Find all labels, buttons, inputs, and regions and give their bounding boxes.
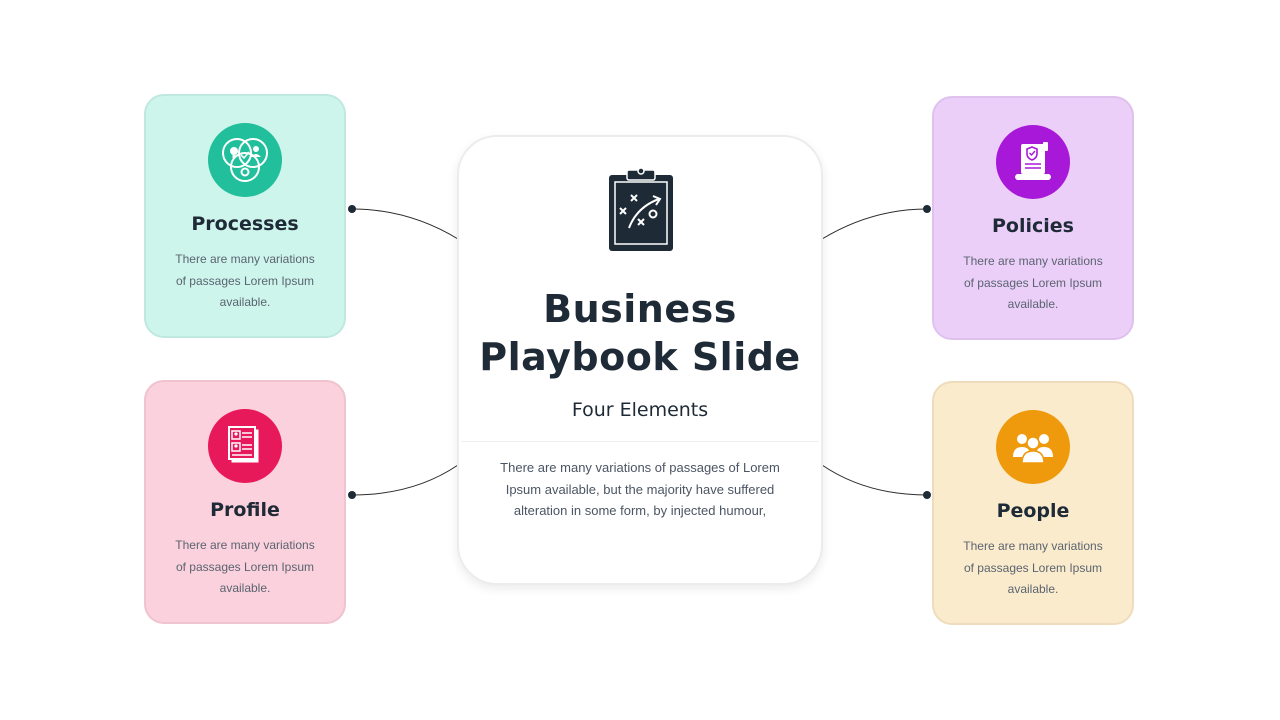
policy-scroll-icon	[996, 125, 1070, 199]
connector-dot-profile	[348, 491, 356, 499]
connector-policies	[821, 208, 928, 240]
card-text: There are many variations of passages Lo…	[963, 254, 1103, 311]
card-profile: Profile There are many variations of pas…	[144, 380, 346, 624]
card-title: Policies	[992, 215, 1074, 237]
main-title-line-2: Playbook Slide	[479, 335, 801, 379]
card-text: There are many variations of passages Lo…	[175, 538, 315, 595]
divider	[461, 441, 819, 442]
clipboard-playbook-icon	[607, 167, 675, 258]
card-processes: Processes There are many variations of p…	[144, 94, 346, 338]
card-text: There are many variations of passages Lo…	[963, 539, 1103, 596]
main-title: Business Playbook Slide	[459, 285, 821, 381]
center-description: There are many variations of passages of…	[500, 460, 780, 518]
venn-ideas-icon	[208, 123, 282, 197]
connector-dot-processes	[348, 205, 356, 213]
card-title: Processes	[191, 213, 299, 235]
connector-processes	[351, 208, 459, 240]
card-title: People	[996, 500, 1070, 522]
profile-documents-icon	[208, 409, 282, 483]
connector-dot-policies	[923, 205, 931, 213]
people-group-icon	[996, 410, 1070, 484]
connector-dot-people	[923, 491, 931, 499]
center-card: Business Playbook Slide Four Elements Th…	[457, 135, 823, 585]
card-title: Profile	[210, 499, 280, 521]
main-title-line-1: Business	[543, 287, 737, 331]
connector-people	[821, 464, 928, 496]
card-people: People There are many variations of pass…	[932, 381, 1134, 625]
subtitle: Four Elements	[571, 399, 709, 421]
connector-profile	[351, 464, 459, 496]
card-policies: Policies There are many variations of pa…	[932, 96, 1134, 340]
card-text: There are many variations of passages Lo…	[175, 252, 315, 309]
